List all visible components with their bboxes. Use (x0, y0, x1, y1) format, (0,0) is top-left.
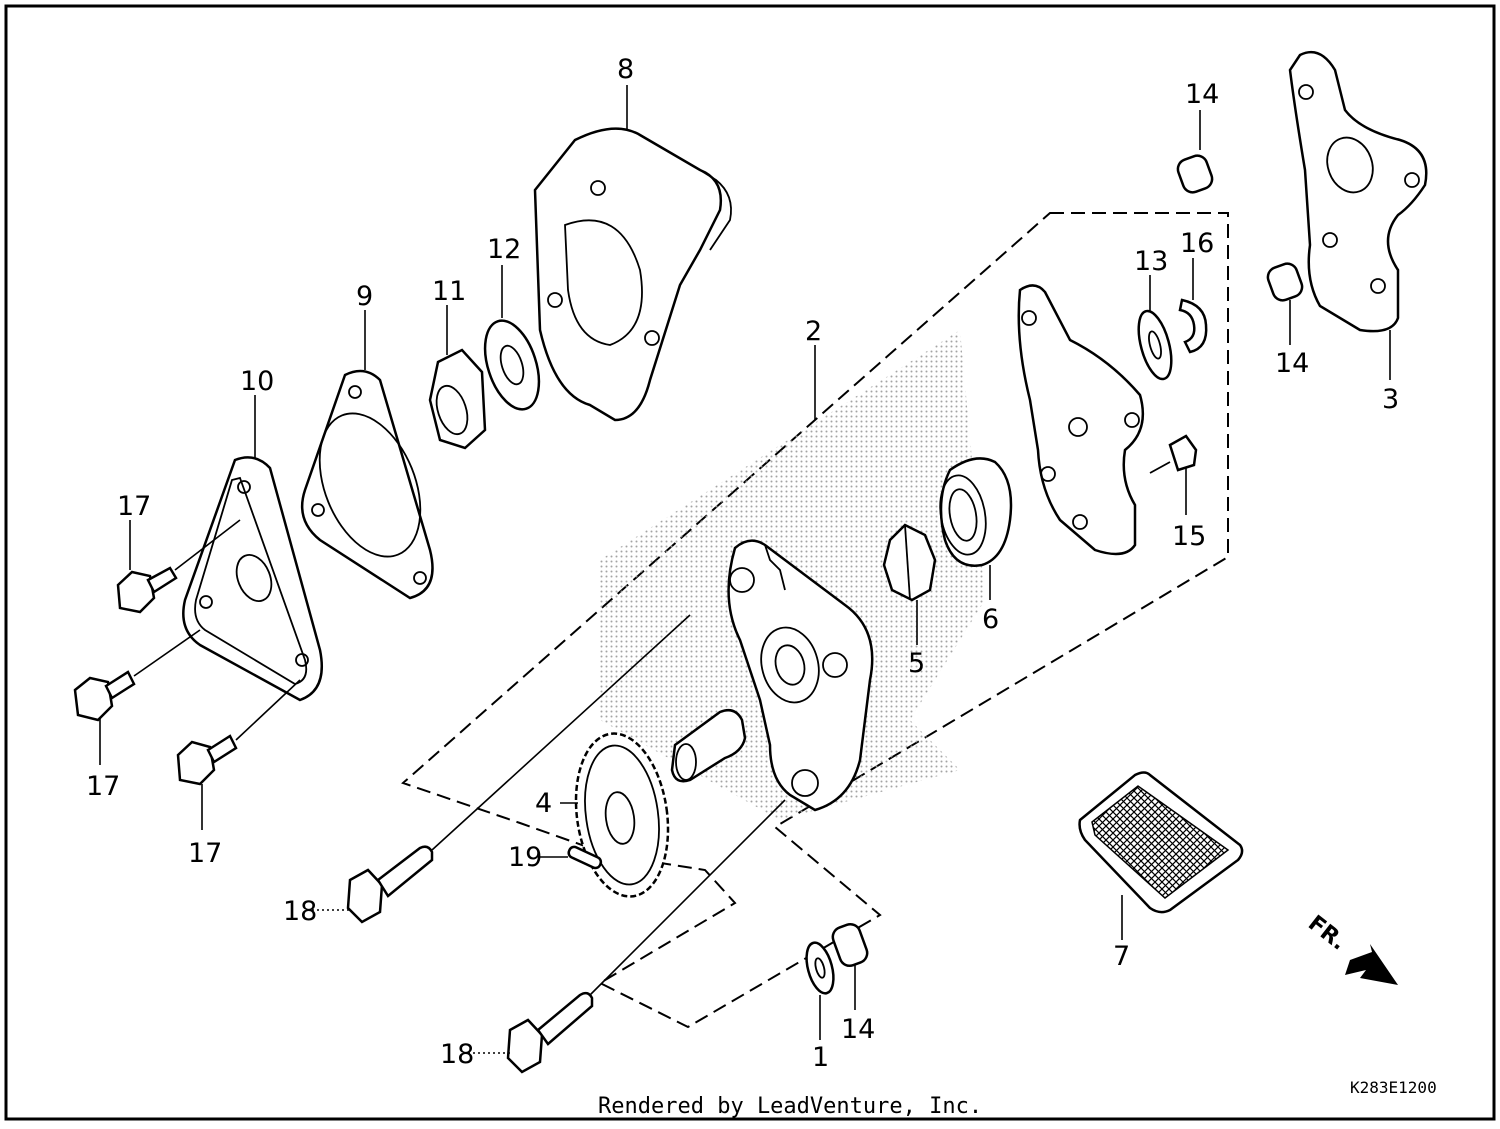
part-9-gasket (300, 369, 434, 600)
part-7-strainer (1078, 771, 1244, 914)
page-border (4, 4, 1496, 1121)
part-15-screw (1149, 434, 1198, 474)
part-4-gear (574, 732, 670, 898)
credit-line: Rendered by LeadVenture, Inc. (598, 1094, 982, 1119)
callout-10: 10 (240, 366, 274, 397)
callout-8: 8 (617, 54, 634, 85)
callout-18-b: 18 (440, 1039, 474, 1070)
part-10-cover (182, 456, 324, 702)
front-direction-arrow-icon (1345, 944, 1398, 985)
part-17-bolt-a (116, 519, 241, 614)
callout-18-a: 18 (283, 896, 317, 927)
part-17-bolt-c (176, 679, 301, 786)
part-18-bolt-b (506, 799, 786, 1074)
part-8-housing (533, 127, 732, 422)
callout-7: 7 (1113, 941, 1130, 972)
part-17-bolt-b (73, 629, 201, 722)
callout-14-right: 14 (1275, 348, 1309, 379)
callout-labels: 8 12 11 9 10 2 14 13 16 14 3 15 6 5 4 19… (86, 54, 1399, 1073)
callout-15: 15 (1172, 521, 1206, 552)
part-5-inner-rotor (882, 523, 937, 602)
part-2-inner-plate (1017, 284, 1145, 556)
pump-shaft (670, 709, 747, 783)
part-18-bolt-a (346, 614, 691, 924)
callout-11: 11 (432, 276, 466, 307)
drawing-code: K283E1200 (1350, 1078, 1437, 1097)
callout-17-a: 17 (117, 491, 151, 522)
callout-2: 2 (805, 316, 822, 347)
part-11-nut (428, 348, 487, 450)
part-14-pin-top (1176, 154, 1214, 194)
leader-lines (99, 85, 1391, 1054)
assembly-boundary (401, 212, 1229, 1029)
callout-1: 1 (812, 1042, 829, 1073)
callout-13: 13 (1134, 246, 1168, 277)
callout-6: 6 (982, 604, 999, 635)
part-1-washer (805, 941, 835, 995)
callout-9: 9 (356, 281, 373, 312)
part-3-plate (1288, 50, 1428, 333)
part-13-washer (1137, 309, 1173, 381)
callout-16: 16 (1180, 228, 1214, 259)
callout-17-b: 17 (86, 771, 120, 802)
part-2-pump-body (727, 539, 874, 812)
callout-3: 3 (1382, 384, 1399, 415)
callout-4: 4 (535, 788, 552, 819)
part-12-washer (483, 319, 541, 411)
callout-14-top: 14 (1185, 79, 1219, 110)
callout-14-bottom: 14 (841, 1014, 875, 1045)
part-19-pin (567, 845, 603, 870)
callout-17-c: 17 (188, 838, 222, 869)
callout-19: 19 (508, 842, 542, 873)
part-6-outer-rotor (939, 457, 1013, 567)
callout-12: 12 (487, 234, 521, 265)
callout-5: 5 (908, 648, 925, 679)
part-14-pin-bottom (831, 922, 869, 968)
part-14-pin-right (1266, 262, 1304, 302)
part-16-clip (1178, 298, 1208, 354)
front-marker-label: FR. (1303, 911, 1350, 956)
